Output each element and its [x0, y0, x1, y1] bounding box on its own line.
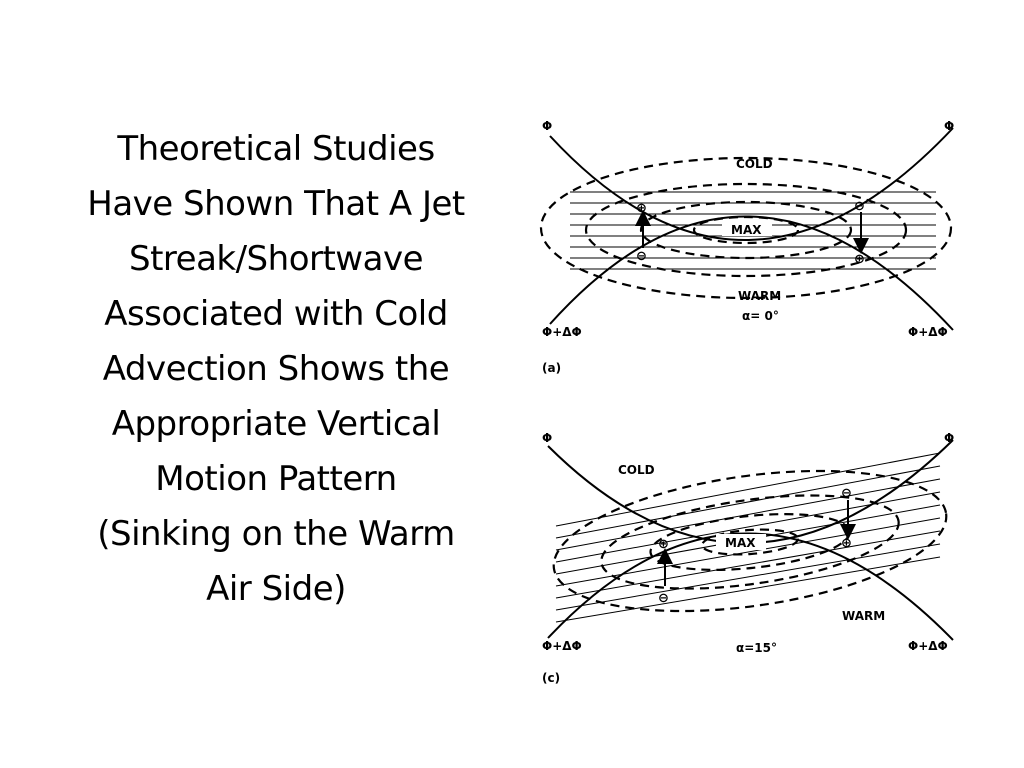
title-line: Advection Shows the	[102, 349, 450, 389]
title-line: Theoretical Studies	[117, 129, 435, 169]
height-contours-a	[549, 127, 954, 331]
title-line: Appropriate Vertical	[111, 404, 441, 444]
minus-symbol: ⊖	[854, 199, 865, 214]
phi-label: Φ	[542, 431, 552, 445]
title-line: Associated with Cold	[104, 294, 448, 334]
title-line: Streak/Shortwave	[129, 239, 423, 279]
phi-label: Φ	[542, 119, 552, 133]
phi-delta-label: Φ+ΔΦ	[542, 639, 582, 653]
plus-symbol: ⊕	[841, 536, 852, 551]
title-line: Motion Pattern	[155, 459, 397, 499]
panel-a: ⊕ ⊖ ⊖ ⊕ Φ Φ Φ+ΔΦ Φ+ΔΦ COLD MAX WARM α= 0…	[539, 119, 954, 375]
plus-symbol: ⊕	[636, 201, 647, 216]
phi-delta-label: Φ+ΔΦ	[542, 325, 582, 339]
phi-delta-label: Φ+ΔΦ	[908, 639, 948, 653]
minus-symbol: ⊖	[636, 249, 647, 264]
plus-symbol: ⊕	[658, 537, 669, 552]
minus-symbol: ⊖	[658, 591, 669, 606]
minus-symbol: ⊖	[841, 486, 852, 501]
phi-label: Φ	[944, 431, 954, 445]
warm-label: WARM	[738, 289, 781, 303]
title-line: (Sinking on the Warm	[97, 514, 455, 554]
isotachs-a	[539, 156, 953, 300]
panel-label: (c)	[542, 671, 560, 685]
alpha-label: α=15°	[736, 641, 777, 655]
cold-label: COLD	[736, 157, 773, 171]
panel-label: (a)	[542, 361, 561, 375]
vertical-arrows-c	[657, 500, 856, 586]
phi-label: Φ	[944, 119, 954, 133]
phi-delta-label: Φ+ΔΦ	[908, 325, 948, 339]
alpha-label: α= 0°	[742, 309, 779, 323]
title-line: Air Side)	[206, 569, 346, 609]
slide-title: Theoretical Studies Have Shown That A Je…	[60, 122, 492, 617]
warm-label: WARM	[842, 609, 885, 623]
jet-streak-figure: ⊕ ⊖ ⊖ ⊕ Φ Φ Φ+ΔΦ Φ+ΔΦ COLD MAX WARM α= 0…	[539, 119, 954, 685]
title-line: Have Shown That A Jet	[87, 184, 465, 224]
panel-c: ⊕ ⊖ ⊖ ⊕ Φ Φ Φ+ΔΦ Φ+ΔΦ COLD MAX WARM α=15…	[542, 431, 954, 685]
max-label: MAX	[731, 223, 762, 237]
cold-label: COLD	[618, 463, 655, 477]
vertical-arrows-a	[635, 210, 869, 254]
plus-symbol: ⊕	[854, 252, 865, 267]
max-label: MAX	[725, 536, 756, 550]
